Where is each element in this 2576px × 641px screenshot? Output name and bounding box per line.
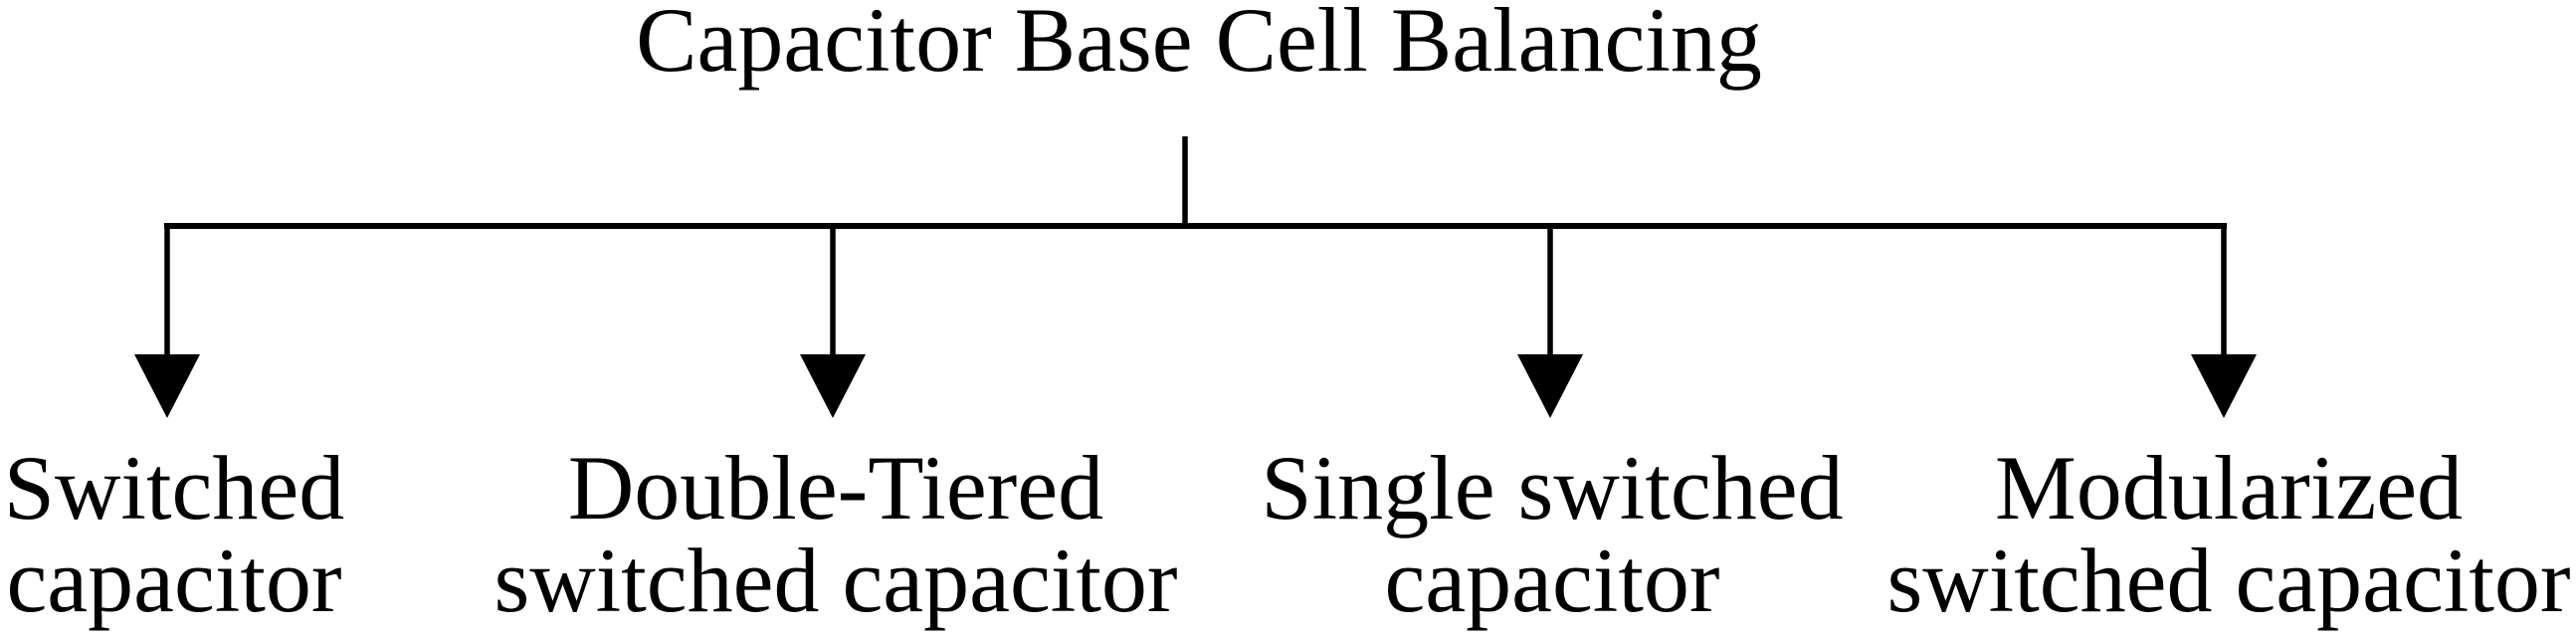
branch-label-line: capacitor (6, 530, 342, 631)
branch-label-line: Switched (3, 437, 345, 538)
branch-label-line: capacitor (1384, 530, 1720, 631)
branch-label-line: switched capacitor (1886, 530, 2571, 631)
branch-label-line: Single switched (1261, 437, 1844, 538)
branch-label-double-tiered-switched-capacitor: Double-Tiered switched capacitor (494, 442, 1177, 627)
branch-label-switched-capacitor: Switched capacitor (4, 442, 344, 627)
down-arrowhead-icon-3 (1517, 354, 1583, 418)
down-arrowhead-icon-4 (2191, 354, 2257, 418)
down-arrowhead-icon-2 (800, 354, 866, 418)
down-arrowhead-icon-1 (134, 354, 200, 418)
branch-label-line: Double-Tiered (567, 437, 1104, 538)
branch-label-modularized-switched-capacitor: Modularized switched capacitor (1886, 442, 2570, 627)
root-node-label: Capacitor Base Cell Balancing (636, 0, 1762, 91)
branch-label-single-switched-capacitor: Single switched capacitor (1261, 442, 1843, 627)
branch-label-line: Modularized (1994, 437, 2464, 538)
branch-label-line: switched capacitor (494, 530, 1178, 631)
